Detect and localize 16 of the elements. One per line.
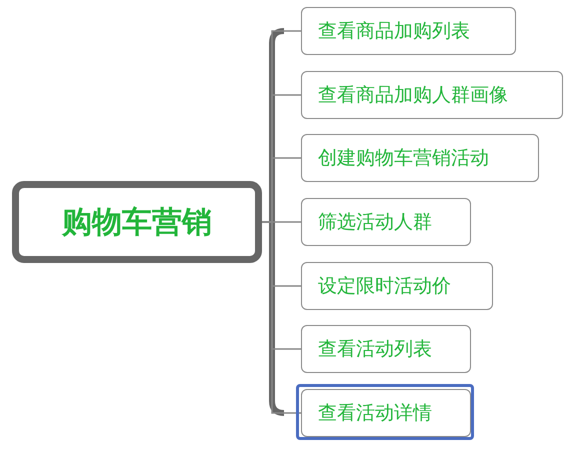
- root-topic-box: [12, 181, 262, 263]
- subtopic-label: 查看活动详情: [318, 400, 432, 426]
- subtopic-box: [301, 262, 493, 310]
- branch-trunk: [269, 28, 284, 416]
- subtopic-label: 查看活动列表: [318, 336, 432, 362]
- subtopic-box: [301, 7, 516, 55]
- subtopic-label: 设定限时活动价: [318, 274, 451, 299]
- subtopic-label: 查看商品加购人群画像: [318, 82, 508, 108]
- subtopic-box: [301, 134, 539, 182]
- subtopic-box: [301, 71, 563, 119]
- subtopic-label: 创建购物车营销活动: [318, 146, 489, 171]
- subtopic-box: [301, 198, 471, 246]
- subtopic-box: [301, 325, 471, 373]
- subtopic-label: 查看商品加购列表: [318, 18, 470, 44]
- topic-title: 购物车营销: [62, 204, 212, 242]
- subtopic-label: 筛选活动人群: [318, 210, 432, 235]
